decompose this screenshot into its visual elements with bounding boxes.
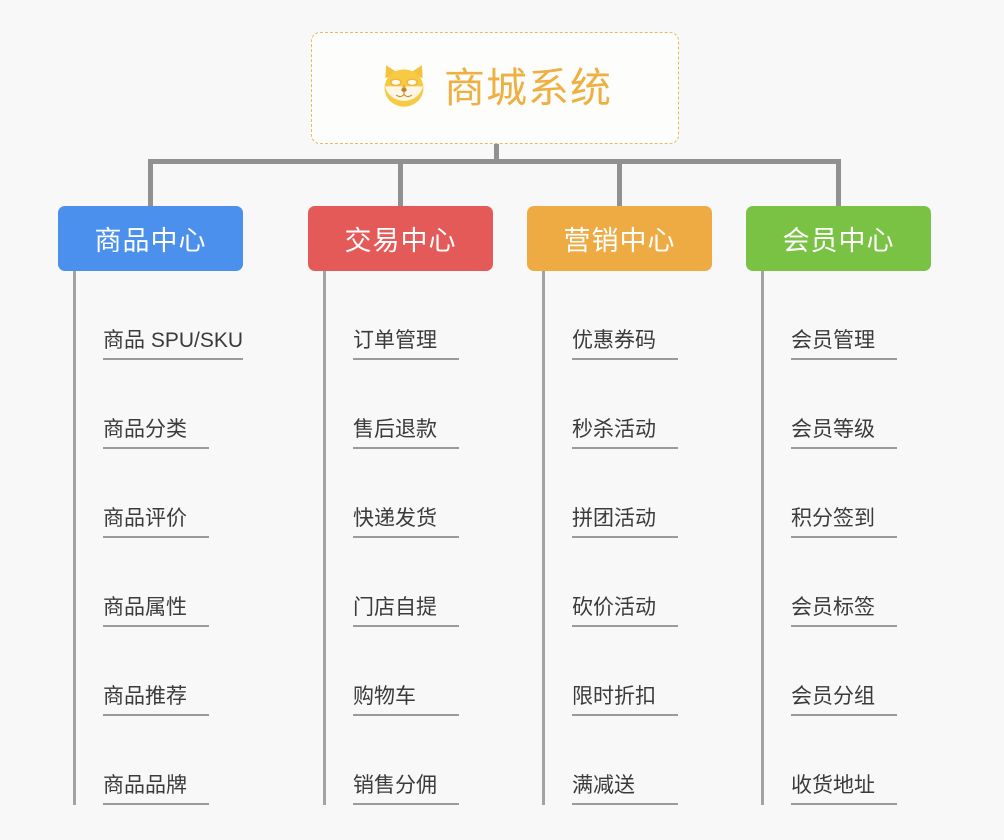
leaf-list-trade-center: 订单管理 售后退款 快递发货 门店自提 购物车 销售分佣 (323, 271, 493, 805)
leaf-list-product-center: 商品 SPU/SKU 商品分类 商品评价 商品属性 商品推荐 商品品牌 (73, 271, 243, 805)
branch-marketing-center: 营销中心 优惠券码 秒杀活动 拼团活动 砍价活动 限时折扣 满减送 (527, 206, 712, 805)
list-item[interactable]: 商品品牌 (76, 716, 243, 805)
category-label: 营销中心 (563, 226, 676, 256)
leaf-label: 优惠券码 (572, 329, 678, 360)
leaf-label: 购物车 (353, 685, 459, 716)
list-item[interactable]: 收货地址 (764, 716, 931, 805)
list-item[interactable]: 商品评价 (76, 449, 243, 538)
leaf-label: 会员等级 (791, 418, 897, 449)
leaf-label: 商品分类 (103, 418, 209, 449)
list-item[interactable]: 商品推荐 (76, 627, 243, 716)
leaf-label: 门店自提 (353, 596, 459, 627)
shiba-dog-face-icon (384, 65, 424, 107)
connector-stem (494, 144, 499, 163)
list-item[interactable]: 秒杀活动 (545, 360, 712, 449)
category-header-member-center[interactable]: 会员中心 (746, 206, 931, 271)
category-label: 商品中心 (94, 226, 207, 256)
list-item[interactable]: 购物车 (326, 627, 493, 716)
list-item[interactable]: 快递发货 (326, 449, 493, 538)
leaf-label: 砍价活动 (572, 596, 678, 627)
category-header-product-center[interactable]: 商品中心 (58, 206, 243, 271)
leaf-label: 会员分组 (791, 685, 897, 716)
leaf-label: 商品评价 (103, 507, 209, 538)
leaf-label: 会员管理 (791, 329, 897, 360)
root-title: 商城系统 (444, 64, 612, 111)
connector-bar (148, 159, 841, 164)
branch-trade-center: 交易中心 订单管理 售后退款 快递发货 门店自提 购物车 销售分佣 (308, 206, 493, 805)
leaf-label: 会员标签 (791, 596, 897, 627)
leaf-label: 商品推荐 (103, 685, 209, 716)
list-item[interactable]: 限时折扣 (545, 627, 712, 716)
list-item[interactable]: 销售分佣 (326, 716, 493, 805)
leaf-label: 拼团活动 (572, 507, 678, 538)
root-node[interactable]: 商城系统 (311, 32, 679, 144)
category-header-trade-center[interactable]: 交易中心 (308, 206, 493, 271)
list-item[interactable]: 会员管理 (764, 271, 931, 360)
leaf-label: 快递发货 (353, 507, 459, 538)
leaf-label: 订单管理 (353, 329, 459, 360)
list-item[interactable]: 会员等级 (764, 360, 931, 449)
leaf-label: 售后退款 (353, 418, 459, 449)
category-label: 交易中心 (344, 226, 457, 256)
leaf-label: 销售分佣 (353, 774, 459, 805)
branch-member-center: 会员中心 会员管理 会员等级 积分签到 会员标签 会员分组 收货地址 (746, 206, 931, 805)
list-item[interactable]: 砍价活动 (545, 538, 712, 627)
leaf-label: 商品品牌 (103, 774, 209, 805)
leaf-label: 收货地址 (791, 774, 897, 805)
list-item[interactable]: 优惠券码 (545, 271, 712, 360)
list-item[interactable]: 会员分组 (764, 627, 931, 716)
leaf-list-member-center: 会员管理 会员等级 积分签到 会员标签 会员分组 收货地址 (761, 271, 931, 805)
connector-drop-4 (836, 159, 841, 206)
list-item[interactable]: 商品分类 (76, 360, 243, 449)
list-item[interactable]: 拼团活动 (545, 449, 712, 538)
list-item[interactable]: 积分签到 (764, 449, 931, 538)
category-header-marketing-center[interactable]: 营销中心 (527, 206, 712, 271)
connector-drop-2 (398, 159, 403, 206)
leaf-label: 积分签到 (791, 507, 897, 538)
list-item[interactable]: 订单管理 (326, 271, 493, 360)
list-item[interactable]: 满减送 (545, 716, 712, 805)
list-item[interactable]: 门店自提 (326, 538, 493, 627)
list-item[interactable]: 售后退款 (326, 360, 493, 449)
branch-product-center: 商品中心 商品 SPU/SKU 商品分类 商品评价 商品属性 商品推荐 商品品牌 (58, 206, 243, 805)
leaf-label: 限时折扣 (572, 685, 678, 716)
leaf-label: 秒杀活动 (572, 418, 678, 449)
list-item[interactable]: 商品属性 (76, 538, 243, 627)
leaf-label: 商品属性 (103, 596, 209, 627)
leaf-label: 满减送 (572, 774, 678, 805)
connector-drop-1 (148, 159, 153, 206)
leaf-list-marketing-center: 优惠券码 秒杀活动 拼团活动 砍价活动 限时折扣 满减送 (542, 271, 712, 805)
list-item[interactable]: 商品 SPU/SKU (76, 271, 243, 360)
leaf-label: 商品 SPU/SKU (103, 329, 243, 360)
list-item[interactable]: 会员标签 (764, 538, 931, 627)
connector-drop-3 (617, 159, 622, 206)
category-label: 会员中心 (782, 226, 895, 256)
